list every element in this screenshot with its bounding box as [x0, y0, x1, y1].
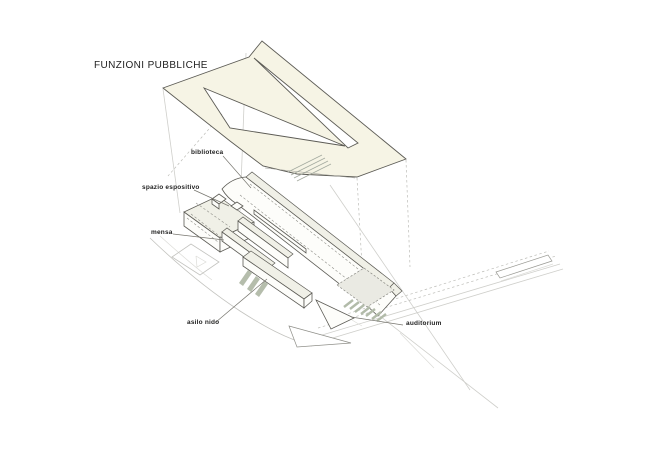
asilo-nido-bar — [239, 250, 313, 309]
label-biblioteca: biblioteca — [191, 149, 224, 156]
label-spazio-espositivo: spazio espositivo — [142, 184, 200, 191]
roof-plane — [162, 40, 407, 179]
auditorium-volume — [315, 267, 395, 330]
building-volumes — [183, 171, 403, 348]
bridge-stripes — [287, 154, 332, 182]
leader-lines — [172, 155, 404, 326]
distant-wall — [495, 254, 553, 279]
auditorium-hatch — [343, 299, 387, 322]
label-auditorium: auditorium — [406, 320, 442, 327]
diagram-title: FUNZIONI PUBBLICHE — [94, 60, 208, 71]
label-asilo-nido: asilo nido — [187, 319, 220, 326]
ground-wedge — [288, 325, 352, 348]
roof-n-shape — [162, 40, 407, 178]
label-mensa: mensa — [151, 229, 173, 236]
asilo-nido-hatch — [239, 270, 268, 297]
